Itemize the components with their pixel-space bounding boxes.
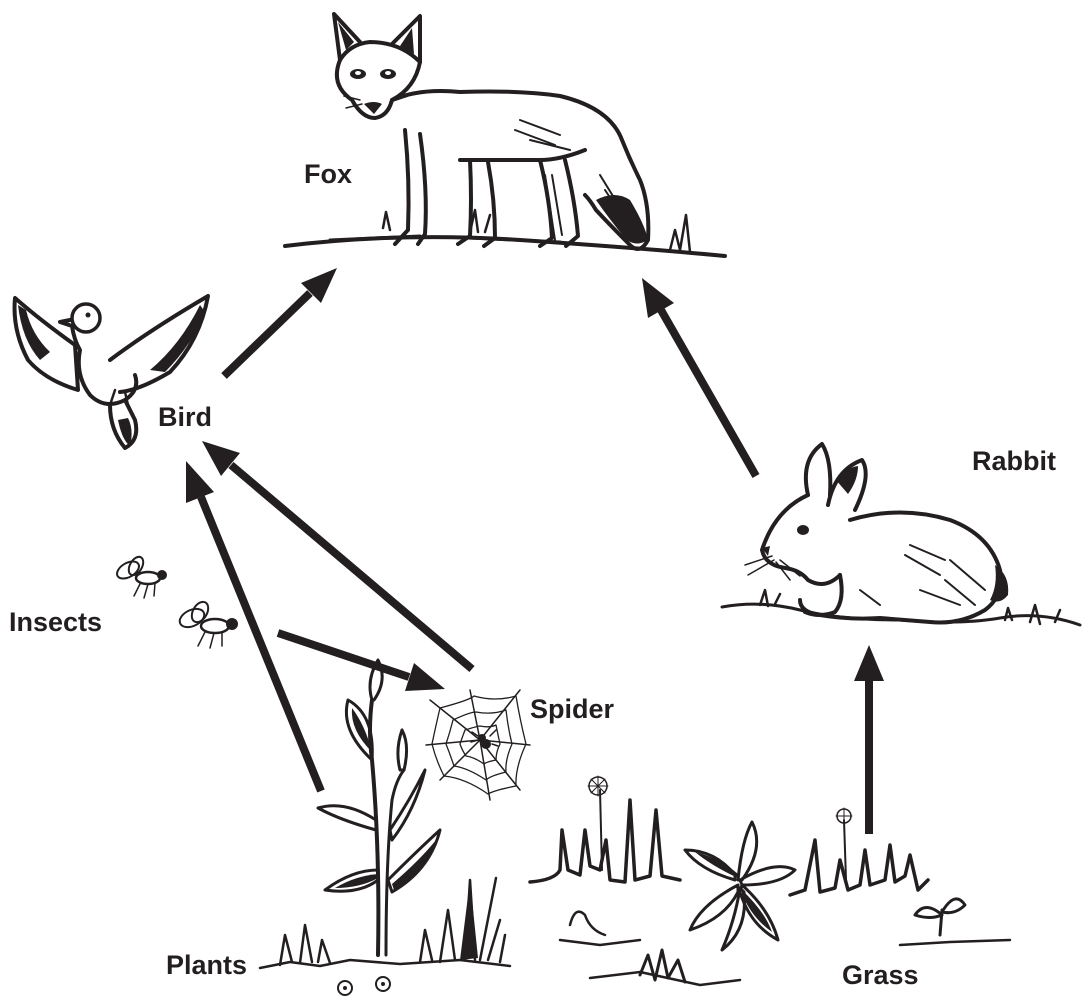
arrow-plants-to-bird <box>186 461 321 791</box>
arrow-rabbit-to-fox <box>642 278 756 476</box>
insect-icon-2 <box>177 599 238 648</box>
plant-icon <box>260 660 510 995</box>
arrow-spider-to-bird <box>202 441 472 669</box>
fox-icon <box>285 14 725 256</box>
grass-icon <box>530 776 1010 985</box>
insect-icon-1 <box>114 554 167 598</box>
plants-label: Plants <box>166 950 247 980</box>
spider-label: Spider <box>530 694 615 724</box>
insects-label: Insects <box>9 607 102 637</box>
spider-web-icon <box>426 690 530 800</box>
bird-label: Bird <box>158 402 212 432</box>
arrow-insects-to-spider <box>278 633 445 691</box>
grass-label: Grass <box>842 960 919 990</box>
arrow-grass-to-rabbit <box>854 645 884 834</box>
rabbit-label: Rabbit <box>972 446 1056 476</box>
arrow-bird-to-fox <box>224 268 337 376</box>
fox-label: Fox <box>304 159 352 189</box>
